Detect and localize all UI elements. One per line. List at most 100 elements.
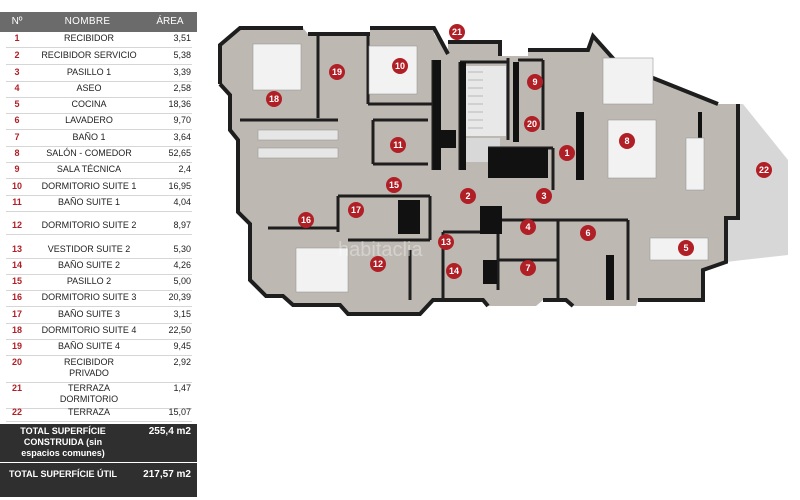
row-number: 7 — [14, 132, 20, 142]
row-area: 4,04 — [173, 197, 191, 207]
row-number: 3 — [14, 67, 20, 77]
room-marker-number: 5 — [683, 243, 688, 253]
room-marker-circle — [619, 133, 635, 149]
row-number: 19 — [11, 341, 22, 351]
room-marker-circle — [348, 202, 364, 218]
row-name: ASEO — [76, 83, 102, 93]
row-name: PASILLO 2 — [66, 276, 112, 286]
row-name: BAÑO SUITE 1 — [57, 197, 120, 207]
row-area: 3,15 — [173, 309, 191, 319]
watermark: habitaclia — [338, 239, 423, 261]
room-marker-number: 8 — [624, 136, 629, 146]
row-divider — [6, 234, 192, 235]
row-divider — [6, 113, 192, 114]
room-marker-20: 20 — [524, 116, 540, 132]
room-marker-circle — [580, 225, 596, 241]
row-area: 3,64 — [173, 132, 191, 142]
row-divider — [6, 382, 192, 383]
row-number: 5 — [14, 99, 20, 109]
row-area: 5,38 — [173, 50, 191, 60]
structural-pillars — [398, 60, 702, 300]
row-area: 3,51 — [173, 33, 191, 43]
row-divider — [6, 355, 192, 356]
row-area: 15,07 — [168, 407, 191, 417]
room-marker-number: 18 — [269, 94, 279, 104]
row-divider — [6, 290, 192, 291]
room-marker-11: 11 — [390, 137, 406, 153]
row-area: 5,00 — [173, 276, 191, 286]
row-divider — [6, 129, 192, 130]
room-marker-18: 18 — [266, 91, 282, 107]
row-number: 16 — [11, 292, 22, 302]
row-number: 10 — [11, 181, 22, 191]
row-area: 8,97 — [173, 220, 191, 230]
row-name: SALÓN - COMEDOR — [46, 148, 132, 158]
room-marker-circle — [449, 24, 465, 40]
row-number: 6 — [14, 115, 20, 125]
room-marker-circle — [520, 260, 536, 276]
room-marker-10: 10 — [392, 58, 408, 74]
room-marker-1: 1 — [559, 145, 575, 161]
row-name: BAÑO SUITE 4 — [57, 341, 120, 351]
table-header: Nº NOMBRE ÁREA — [0, 12, 197, 32]
row-divider — [6, 258, 192, 259]
row-name: LAVADERO — [65, 115, 113, 125]
total-row: TOTAL SUPERFÍCIE CONSTRUIDA (sin espacio… — [0, 424, 197, 462]
row-divider — [6, 64, 192, 65]
room-marker-8: 8 — [619, 133, 635, 149]
row-number: 12 — [11, 220, 22, 230]
room-marker-number: 9 — [532, 77, 537, 87]
room-marker-number: 10 — [395, 61, 405, 71]
room-marker-number: 20 — [527, 119, 537, 129]
room-marker-number: 14 — [449, 266, 459, 276]
room-marker-circle — [266, 91, 282, 107]
row-number: 17 — [11, 309, 22, 319]
row-name: RECIBIDOR SERVICIO — [41, 50, 137, 60]
terrace-22 — [693, 104, 788, 262]
row-name: RECIBIDOR PRIVADO — [63, 357, 114, 378]
row-divider — [6, 211, 192, 212]
row-divider — [6, 421, 192, 422]
row-name: BAÑO SUITE 2 — [57, 260, 120, 270]
row-name: COCINA — [71, 99, 107, 109]
room-marker-circle — [298, 212, 314, 228]
room-marker-circle — [520, 219, 536, 235]
row-name: DORMITORIO SUITE 1 — [41, 181, 137, 191]
room-marker-number: 2 — [465, 191, 470, 201]
row-divider — [6, 81, 192, 82]
header-name: NOMBRE — [64, 16, 111, 27]
room-marker-22: 22 — [756, 162, 772, 178]
row-number: 18 — [11, 325, 22, 335]
room-marker-number: 3 — [541, 191, 546, 201]
total-label: TOTAL SUPERFÍCIE CONSTRUIDA (sin espacio… — [20, 426, 106, 458]
room-marker-21: 21 — [449, 24, 465, 40]
room-marker-number: 4 — [525, 222, 530, 232]
row-name: PASILLO 1 — [66, 67, 112, 77]
row-area: 5,30 — [173, 244, 191, 254]
furniture — [252, 43, 709, 293]
row-area: 2,4 — [178, 164, 191, 174]
room-marker-16: 16 — [298, 212, 314, 228]
row-name: DORMITORIO SUITE 4 — [41, 325, 137, 335]
room-marker-number: 11 — [393, 140, 403, 150]
room-marker-14: 14 — [446, 263, 462, 279]
row-area: 52,65 — [168, 148, 191, 158]
total-value: 217,57 m2 — [143, 469, 191, 480]
room-marker-circle — [527, 74, 543, 90]
row-area: 1,47 — [173, 383, 191, 393]
row-divider — [6, 97, 192, 98]
